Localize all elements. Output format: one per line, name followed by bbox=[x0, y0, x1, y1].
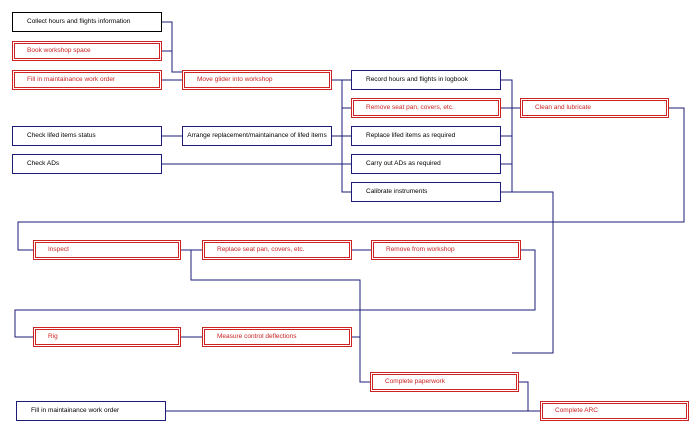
node-remove-workshop[interactable]: Remove from workshop bbox=[371, 240, 521, 260]
node-label: Check lifed items status bbox=[27, 131, 96, 139]
node-remove-seat[interactable]: Remove seat pan, covers, etc. bbox=[351, 98, 501, 118]
node-arrange-replacement[interactable]: Arrange replacement/maintainance of life… bbox=[182, 126, 332, 146]
node-label: Carry out ADs as required bbox=[366, 159, 441, 167]
node-clean-lubricate[interactable]: Clean and lubricate bbox=[520, 98, 669, 118]
connector bbox=[190, 250, 370, 383]
node-label: Rig bbox=[48, 332, 58, 340]
node-label: Fill in maintainance work order bbox=[27, 75, 116, 83]
node-complete-paperwork[interactable]: Complete paperwork bbox=[370, 372, 519, 392]
connector bbox=[501, 191, 554, 354]
connector bbox=[17, 107, 685, 251]
node-label: Collect hours and flights information bbox=[27, 17, 131, 25]
node-rig[interactable]: Rig bbox=[33, 327, 181, 347]
node-collect-hours[interactable]: Collect hours and flights information bbox=[12, 12, 162, 32]
node-measure-deflections[interactable]: Measure control deflections bbox=[202, 327, 352, 347]
node-label: Fill in maintainance work order bbox=[31, 406, 120, 414]
node-check-lifed[interactable]: Check lifed items status bbox=[12, 126, 162, 146]
node-label: Calibrate instruments bbox=[366, 187, 428, 195]
node-fill-order-top[interactable]: Fill in maintainance work order bbox=[12, 70, 162, 90]
node-label: Book workshop space bbox=[27, 46, 91, 54]
node-carry-ads[interactable]: Carry out ADs as required bbox=[351, 154, 501, 174]
node-label: Move glider into workshop bbox=[197, 75, 273, 83]
node-replace-lifed[interactable]: Replace lifed items as required bbox=[351, 126, 501, 146]
node-replace-seat[interactable]: Replace seat pan, covers, etc. bbox=[202, 240, 352, 260]
node-label: Replace seat pan, covers, etc. bbox=[217, 245, 305, 253]
connector bbox=[162, 21, 182, 73]
connector bbox=[341, 80, 351, 193]
node-calibrate[interactable]: Calibrate instruments bbox=[351, 182, 501, 202]
node-fill-order-bottom[interactable]: Fill in maintainance work order bbox=[16, 401, 166, 421]
node-label: Check ADs bbox=[27, 159, 60, 167]
connector bbox=[14, 249, 536, 338]
node-label: Arrange replacement/maintainance of life… bbox=[187, 131, 327, 139]
node-label: Complete paperwork bbox=[385, 377, 445, 385]
connector bbox=[519, 381, 540, 412]
node-label: Record hours and flights in logbook bbox=[366, 75, 468, 83]
node-label: Measure control deflections bbox=[217, 332, 297, 340]
node-complete-arc[interactable]: Complete ARC bbox=[540, 401, 689, 421]
node-label: Replace lifed items as required bbox=[366, 131, 456, 139]
node-inspect[interactable]: Inspect bbox=[33, 240, 181, 260]
node-label: Remove seat pan, covers, etc. bbox=[366, 103, 454, 111]
node-label: Clean and lubricate bbox=[535, 103, 592, 111]
node-label: Complete ARC bbox=[555, 406, 598, 414]
node-label: Remove from workshop bbox=[386, 245, 455, 253]
node-move-glider[interactable]: Move glider into workshop bbox=[182, 70, 332, 90]
node-book-workshop[interactable]: Book workshop space bbox=[12, 41, 162, 61]
node-check-ads[interactable]: Check ADs bbox=[12, 154, 162, 174]
node-label: Inspect bbox=[48, 245, 69, 253]
node-record-hours[interactable]: Record hours and flights in logbook bbox=[351, 70, 501, 90]
